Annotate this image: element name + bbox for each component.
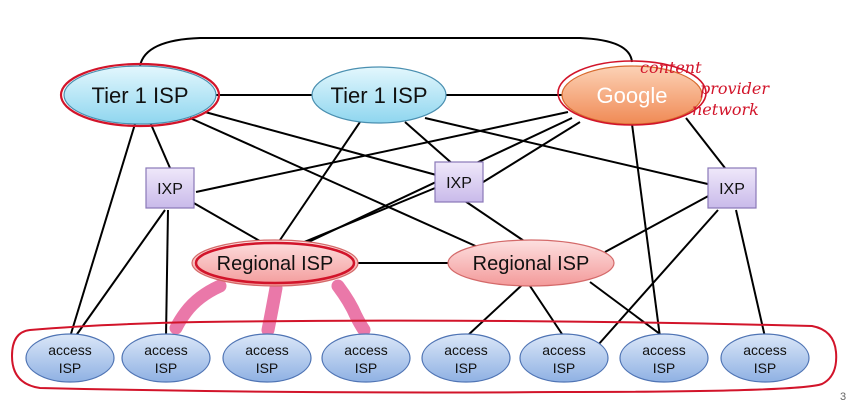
annotation-line2: provider [700,79,770,98]
red-circle-annotation-google [557,60,707,126]
link-regright-access6 [529,285,565,338]
access-isp-label-line2: ISP [355,360,378,376]
annotation-line3: network [692,100,759,119]
link-google-ixpright [685,117,726,169]
link-tier1left-ixpleft [149,121,171,169]
regional-isp-right: Regional ISP [447,239,615,287]
annotation-line1: content [640,58,702,77]
access-isp-label-line2: ISP [455,360,478,376]
link-ixpleft-regleft [191,201,266,245]
ixp-right-label: IXP [719,181,745,198]
link-regright-access7 [589,281,665,338]
ixp-right: IXP [707,167,757,209]
link-google-ixpmid [479,121,581,185]
access-isp-label-line2: ISP [754,360,777,376]
link-tier1left-ixpmid [204,111,441,177]
regional-isp-left: Regional ISP [191,239,359,287]
access-network-boundary [10,319,838,394]
link-regright-access5 [465,284,523,338]
link-ixpleft-access2 [165,209,169,338]
google-content-provider: Google [557,60,707,126]
access-isp-row: accessISPaccessISPaccessISPaccessISPacce… [25,333,810,383]
regional-right-label: Regional ISP [473,253,590,275]
link-ixpmid-regright [461,198,531,246]
ixp-left: IXP [145,167,195,209]
access-isp-label-line1: access [144,342,188,358]
ixp-mid-label: IXP [446,175,472,192]
red-circle-annotation-regional [194,241,356,285]
access-isp-label-line1: access [344,342,388,358]
access-isp-label-line2: ISP [553,360,576,376]
page-number: 3 [840,391,846,403]
link-google-ixpleft [195,111,569,193]
access-isp-label-line1: access [743,342,787,358]
access-isp-label-line2: ISP [155,360,178,376]
highlight-strokes [169,279,371,337]
tier1-mid-label: Tier 1 ISP [331,83,428,108]
access-isp-label-line1: access [642,342,686,358]
link-ixpright-access8 [735,209,766,338]
google-label: Google [597,83,668,108]
link-tier1mid-ixpmid [404,121,456,167]
link-tier1left-access1 [69,123,136,338]
regional-left-label: Regional ISP [217,253,334,275]
access-isp-label-line1: access [48,342,92,358]
link-tier1mid-regleft [279,121,361,241]
access-isp-label-line1: access [444,342,488,358]
tier1-isp-left: Tier 1 ISP [59,62,221,128]
link-ixpright-regright [604,193,713,253]
link-tier1left-regright [189,117,481,249]
access-isp-label-line2: ISP [59,360,82,376]
access-isp-label-line2: ISP [256,360,279,376]
link-tier1mid-ixpright [424,117,713,186]
link-ixpleft-access1 [74,209,166,338]
access-isp-label-line2: ISP [653,360,676,376]
highlight-stroke-2 [261,281,283,337]
ixp-mid: IXP [434,161,484,203]
access-isp-label-line1: access [542,342,586,358]
highlight-stroke-3 [331,279,371,337]
tier1-isp-mid: Tier 1 ISP [311,66,447,124]
access-isp-label-line1: access [245,342,289,358]
tier1-to-google-arc [139,37,633,67]
tier1-left-label: Tier 1 ISP [92,83,189,108]
red-circle-annotation [59,62,221,128]
handwritten-annotation: content provider network [640,58,770,119]
ixp-left-label: IXP [157,181,183,198]
link-ixpmid-regleft [291,185,441,248]
